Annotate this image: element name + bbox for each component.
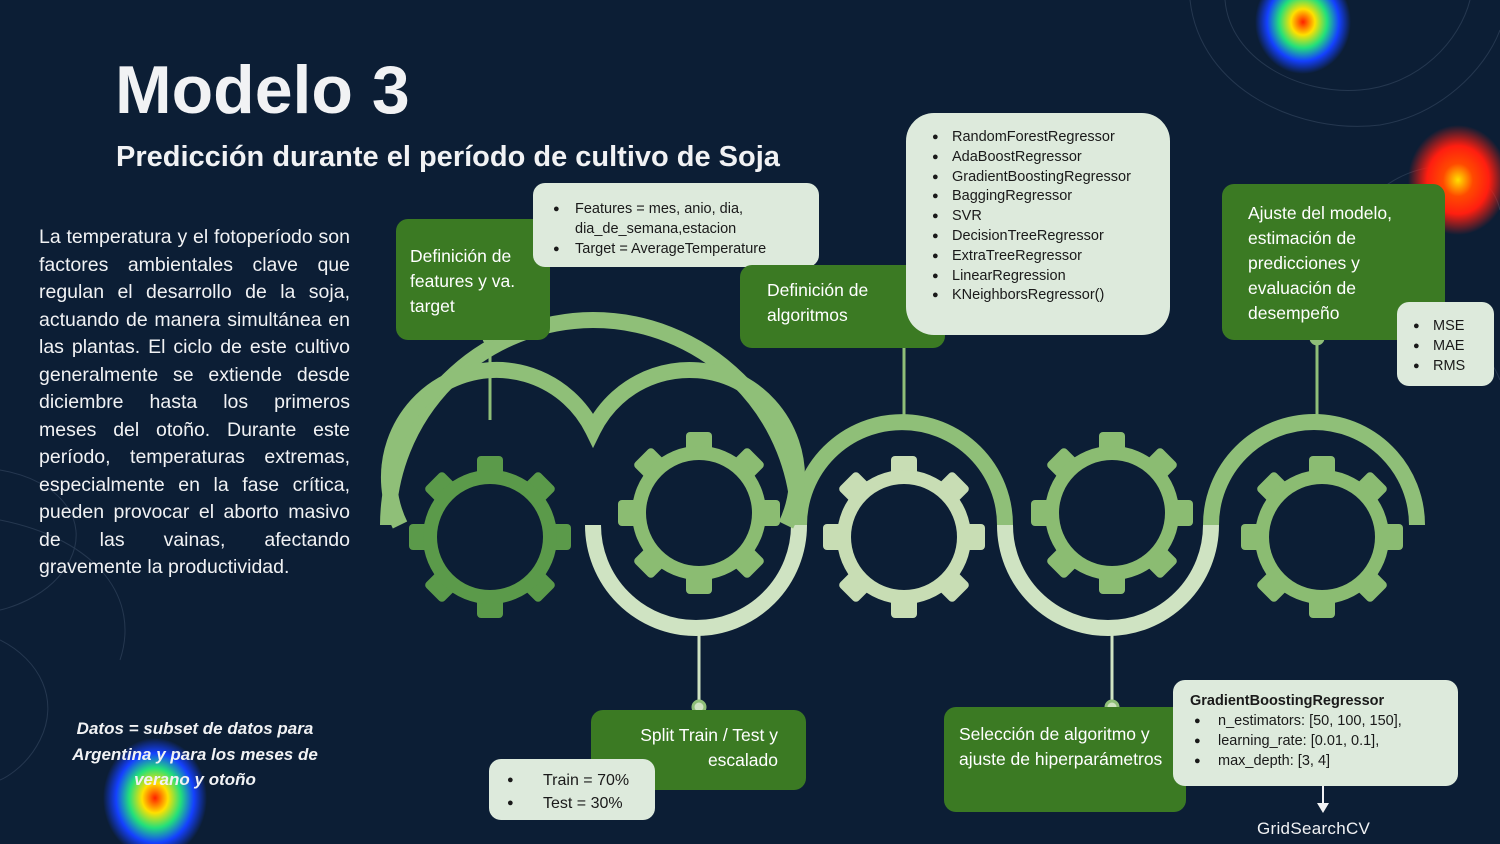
gear-icon [1241, 456, 1403, 618]
step-2-detail-item: Train = 70% [503, 769, 647, 792]
step-5-detail-item: MAE [1409, 336, 1488, 356]
arc-bottom-1 [585, 524, 807, 636]
algorithm-item: AdaBoostRegressor [928, 148, 1162, 168]
step-3-label: Definición de algoritmos [767, 280, 869, 325]
data-note: Datos = subset de datos para Argentina y… [72, 719, 318, 789]
arc-top-2 [791, 414, 1013, 526]
step-2-label: Split Train / Test y escalado [640, 725, 778, 770]
gear-icon [618, 432, 780, 594]
heat-blob-bottom-left [103, 738, 207, 844]
page-title: Modelo 3 [115, 52, 410, 128]
step-4-detail-item: max_depth: [3, 4] [1190, 751, 1450, 771]
algorithm-item: RandomForestRegressor [928, 128, 1162, 148]
algorithm-item: GradientBoostingRegressor [928, 168, 1162, 188]
gear-icon [1031, 432, 1193, 594]
algorithm-item: KNeighborsRegressor() [928, 286, 1162, 306]
step-4-detail-title: GradientBoostingRegressor [1190, 693, 1385, 709]
step-2-detail-box: Train = 70% Test = 30% [489, 759, 655, 820]
step-3-detail-box: RandomForestRegressorAdaBoostRegressorGr… [906, 113, 1170, 335]
step-1-detail-item: Target = AverageTemperature [549, 239, 811, 259]
step-5-detail-box: MSE MAE RMS [1397, 302, 1494, 386]
step-1-detail-box: Features = mes, anio, dia, dia_de_semana… [533, 183, 819, 267]
gridsearch-label: GridSearchCV [1257, 819, 1371, 838]
step-1-label: Definición de features y va. target [410, 246, 516, 316]
step-2-detail-item: Test = 30% [503, 792, 647, 815]
arc-top-1 [380, 311, 807, 526]
gears [409, 432, 1403, 618]
step-4-detail-box: GradientBoostingRegressor n_estimators: … [1173, 680, 1458, 786]
arc-top-1-inner [380, 361, 806, 529]
step-4-label: Selección de algoritmo y ajuste de hiper… [959, 724, 1163, 769]
page-subtitle: Predicción durante el período de cultivo… [116, 141, 780, 173]
step-5-label-box: Ajuste del modelo, estimación de predicc… [1222, 184, 1445, 340]
algorithm-list: RandomForestRegressorAdaBoostRegressorGr… [928, 128, 1162, 306]
step-5-label: Ajuste del modelo, estimación de predicc… [1248, 203, 1392, 323]
algorithm-item: LinearRegression [928, 267, 1162, 287]
step-5-detail-item: MSE [1409, 316, 1488, 336]
wave-arcs [380, 311, 1425, 636]
arc-top-3 [1203, 414, 1425, 526]
algorithm-item: ExtraTreeRegressor [928, 247, 1162, 267]
algorithm-item: DecisionTreeRegressor [928, 227, 1162, 247]
step-1-detail-item: Features = mes, anio, dia, dia_de_semana… [549, 199, 811, 239]
algorithm-item: SVR [928, 207, 1162, 227]
algorithm-item: BaggingRegressor [928, 187, 1162, 207]
gear-icon [823, 456, 985, 618]
step-4-detail-item: learning_rate: [0.01, 0.1], [1190, 731, 1450, 751]
step-4-detail-item: n_estimators: [50, 100, 150], [1190, 711, 1450, 731]
arc-bottom-2 [997, 524, 1219, 636]
heat-blob-top [1255, 0, 1351, 74]
step-5-detail-item: RMS [1409, 356, 1488, 376]
gear-icon [409, 456, 571, 618]
gridsearch-arrow [1317, 786, 1329, 813]
step-4-label-box: Selección de algoritmo y ajuste de hiper… [944, 707, 1186, 812]
step-1-label-box: Definición de features y va. target [396, 219, 550, 340]
intro-paragraph: La temperatura y el fotoperíodo son fact… [39, 226, 350, 578]
